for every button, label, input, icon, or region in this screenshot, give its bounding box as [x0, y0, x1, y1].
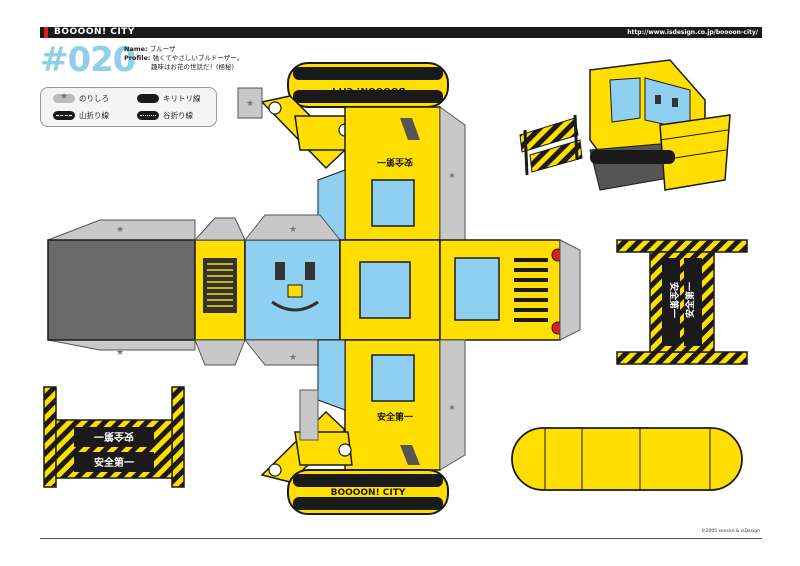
profile-line-1: 強くてやさしいブルドーザー。 [152, 54, 244, 62]
model-meta: Name: ブルーザ Profile: 強くてやさしいブルドーザー。 趣味はお花… [124, 45, 243, 72]
eye-left [275, 262, 285, 280]
legend-cut: キリトリ線 [137, 93, 201, 104]
star-icon: ★ [448, 171, 455, 180]
legend-mountain: 山折り線 [53, 110, 109, 121]
fold-legend: ★ のりしろ キリトリ線 山折り線 谷折り線 [40, 87, 217, 127]
legend-glue: ★ のりしろ [53, 92, 109, 104]
star-icon: ★ [53, 92, 75, 103]
track-label-bottom: BOOOON! CITY [331, 488, 406, 498]
star-icon: ★ [116, 225, 124, 235]
star-icon: ★ [246, 99, 254, 109]
brand-logo: BOOOON! CITY [44, 27, 135, 38]
top-side-panel: 安全第一 ★ [317, 106, 466, 241]
valley-fold-icon [137, 111, 159, 120]
assembled-preview [519, 59, 731, 191]
mouth [271, 300, 319, 312]
sign-text-top-panel: 安全第一 [377, 156, 413, 168]
sign-vertical-1: 安全第一 [668, 282, 680, 318]
barrier-sign-left: 安全第一 安全第一 [43, 386, 185, 488]
bottom-track-part: BOOOON! CITY [287, 469, 449, 515]
top-track-part: BOOOON! CITY [287, 62, 449, 108]
bottom-side-panel: 安全第一 ★ [317, 339, 466, 471]
site-url[interactable]: http://www.isdesign.co.jp/boooon-city/ [627, 29, 758, 36]
sign-text-bottom-panel: 安全第一 [377, 411, 413, 423]
body-net-middle: ★ ★ ★ ★ [47, 214, 581, 366]
blade-part [511, 427, 743, 491]
copyright-text: ©2005 sonsim & isDesign [701, 529, 760, 534]
profile-label: Profile: [124, 54, 151, 62]
mountain-fold-icon [53, 111, 75, 120]
cut-line-icon [137, 94, 159, 103]
sign-vertical-2: 安全第一 [684, 282, 696, 318]
track-label-top: BOOOON! CITY [330, 85, 405, 95]
model-number: #020 [40, 40, 136, 80]
star-icon: ★ [116, 348, 124, 358]
legend-valley: 谷折り線 [137, 110, 193, 121]
nose [287, 284, 303, 298]
sign-row-2: 安全第一 [94, 456, 134, 469]
model-name: ブルーザ [149, 45, 176, 53]
name-label: Name: [124, 45, 148, 53]
star-icon: ★ [289, 353, 297, 363]
lower-arm-part [260, 389, 353, 483]
profile-line-2: 趣味はお花の世話だ！(極秘) [151, 63, 235, 71]
sign-row-1: 安全第一 [94, 430, 134, 443]
barrier-sign-right: 安全第一 安全第一 [616, 239, 748, 365]
eye-right [305, 262, 315, 280]
star-icon: ★ [289, 225, 297, 235]
star-icon: ★ [448, 403, 455, 412]
footer-line [40, 538, 762, 539]
header-bar [40, 27, 762, 38]
